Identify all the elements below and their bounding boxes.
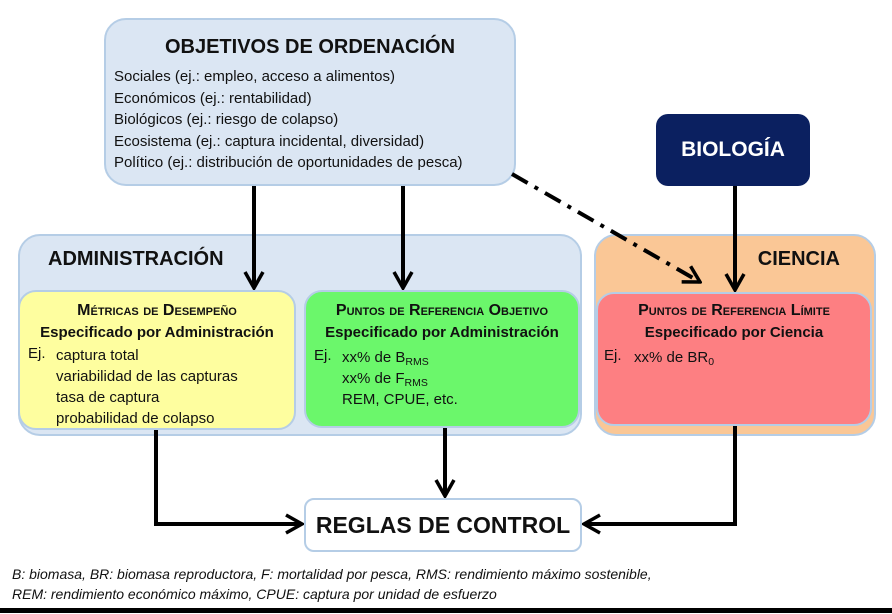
objectives-list: Sociales (ej.: empleo, acceso a alimento… xyxy=(114,66,463,174)
target-ej-label: Ej. xyxy=(314,347,332,364)
management-objectives-box: OBJETIVOS DE ORDENACIÓN Sociales (ej.: e… xyxy=(104,18,516,186)
performance-metrics-title: Métricas de Desempeño xyxy=(77,302,237,319)
arrow-limit-to-rules xyxy=(584,426,737,524)
bottom-rule xyxy=(0,608,892,613)
footnote-line-1: B: biomasa, BR: biomasa reproductora, F:… xyxy=(12,566,652,582)
footnote-line-2: REM: rendimiento económico máximo, CPUE:… xyxy=(12,586,497,602)
objective-ecosystem: Ecosistema (ej.: captura incidental, div… xyxy=(114,132,425,150)
list-item: xx% de BRMS xyxy=(342,349,429,369)
performance-metrics-subtitle: Especificado por Administración xyxy=(40,324,274,341)
objective-economic: Económicos (ej.: rentabilidad) xyxy=(114,89,312,107)
objective-biological: Biológicos (ej.: riesgo de colapso) xyxy=(114,111,339,128)
objectives-title: OBJETIVOS DE ORDENACIÓN xyxy=(164,36,456,58)
biology-title: BIOLOGÍA xyxy=(681,138,785,161)
list-item: probabilidad de colapso xyxy=(56,410,215,427)
list-item: tasa de captura xyxy=(56,389,160,406)
list-item: REM, CPUE, etc. xyxy=(342,391,458,408)
biology-box: BIOLOGÍA xyxy=(656,114,810,186)
list-item: variabilidad de las capturas xyxy=(56,368,238,385)
limit-points-list: xx% de BR0 xyxy=(634,347,714,368)
science-title: CIENCIA xyxy=(757,248,840,270)
control-rules-title: REGLAS DE CONTROL xyxy=(315,511,571,538)
list-item: xx% de BR0 xyxy=(634,349,715,369)
objective-political: Político (ej.: distribución de oportunid… xyxy=(114,154,463,171)
arrow-objectives-to-limit-dashed xyxy=(511,172,700,282)
arrow-performance-to-rules xyxy=(154,430,302,524)
limit-points-subtitle: Especificado por Ciencia xyxy=(644,324,824,341)
objective-social: Sociales (ej.: empleo, acceso a alimento… xyxy=(114,68,395,85)
performance-metrics-box: Métricas de Desempeño Especificado por A… xyxy=(18,290,296,430)
target-points-list: xx% de BRMS xx% de FRMS REM, CPUE, etc. xyxy=(342,347,458,410)
control-rules-box: REGLAS DE CONTROL xyxy=(304,498,582,552)
limit-ej-label: Ej. xyxy=(604,347,622,364)
limit-points-title: Puntos de Referencia Límite xyxy=(638,302,830,319)
list-item: captura total xyxy=(56,347,139,364)
list-item: xx% de FRMS xyxy=(342,370,428,390)
target-points-title: Puntos de Referencia Objetivo xyxy=(335,302,549,319)
target-reference-points-box: Puntos de Referencia Objetivo Especifica… xyxy=(304,290,580,428)
footnote: B: biomasa, BR: biomasa reproductora, F:… xyxy=(12,564,652,604)
limit-reference-points-box: Puntos de Referencia Límite Especificado… xyxy=(596,292,872,426)
administration-title: ADMINISTRACIÓN xyxy=(48,248,224,270)
performance-ej-label: Ej. xyxy=(28,345,46,362)
performance-metrics-list: captura total variabilidad de las captur… xyxy=(56,345,238,429)
target-points-subtitle: Especificado por Administración xyxy=(325,324,559,341)
